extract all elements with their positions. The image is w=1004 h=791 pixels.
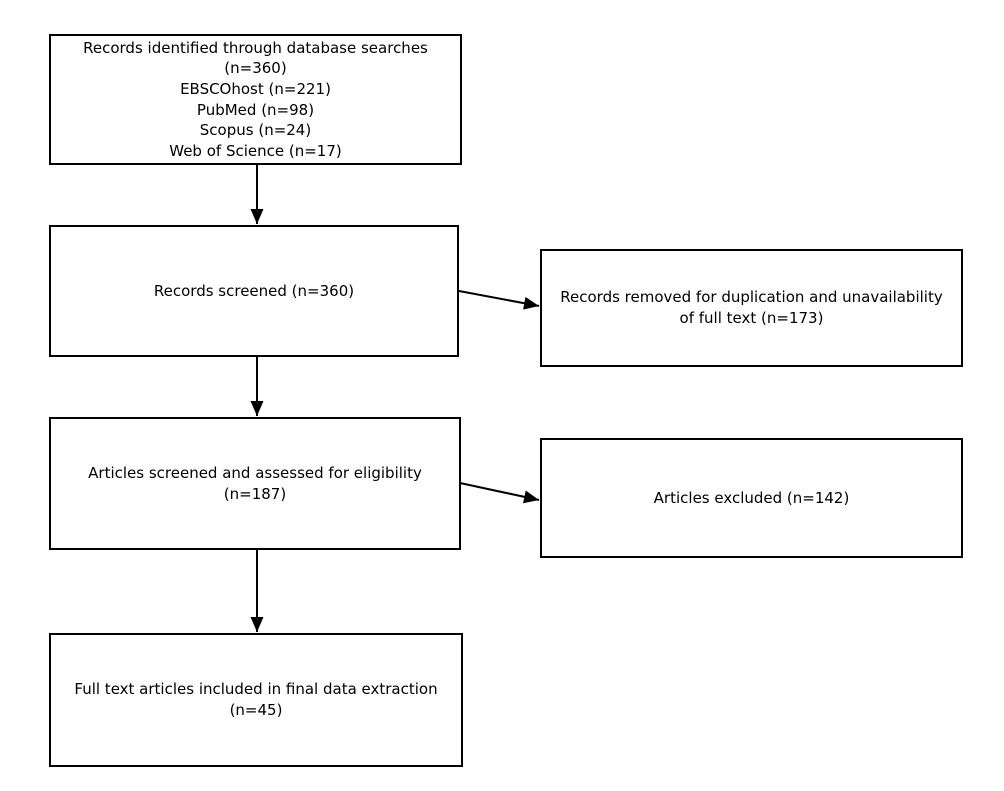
records-removed-line-1: Records removed for duplication and unav…	[560, 288, 943, 307]
ebscohost-count: EBSCOhost (n=221)	[180, 79, 331, 98]
web-of-science-count: Web of Science (n=17)	[169, 141, 342, 160]
scopus-count: Scopus (n=24)	[199, 121, 312, 140]
box-records-identified: Records identified through database sear…	[49, 34, 462, 165]
box-articles-eligibility: Articles screened and assessed for eligi…	[49, 417, 461, 550]
records-screened-line: Records screened (n=360)	[153, 281, 355, 300]
records-identified-line: Records identified through database sear…	[83, 38, 428, 57]
box-records-removed: Records removed for duplication and unav…	[540, 249, 963, 367]
arrow-screened-to-removed	[458, 290, 540, 310]
fulltext-included-count: (n=45)	[229, 701, 283, 719]
box-fulltext-included: Full text articles included in final dat…	[49, 633, 463, 767]
box-articles-excluded: Articles excluded (n=142)	[540, 438, 963, 558]
arrow-eligibility-to-excluded	[459, 482, 540, 504]
records-removed-line-2: of full text (n=173)	[679, 309, 824, 327]
box-records-screened: Records screened (n=360)	[49, 225, 459, 357]
articles-excluded-line: Articles excluded (n=142)	[653, 488, 850, 507]
articles-eligibility-line: Articles screened and assessed for eligi…	[88, 463, 422, 482]
pubmed-count: PubMed (n=98)	[196, 100, 315, 119]
articles-eligibility-count: (n=187)	[223, 484, 287, 503]
fulltext-included-line: Full text articles included in final dat…	[74, 680, 438, 699]
records-identified-count: (n=360)	[224, 59, 287, 78]
